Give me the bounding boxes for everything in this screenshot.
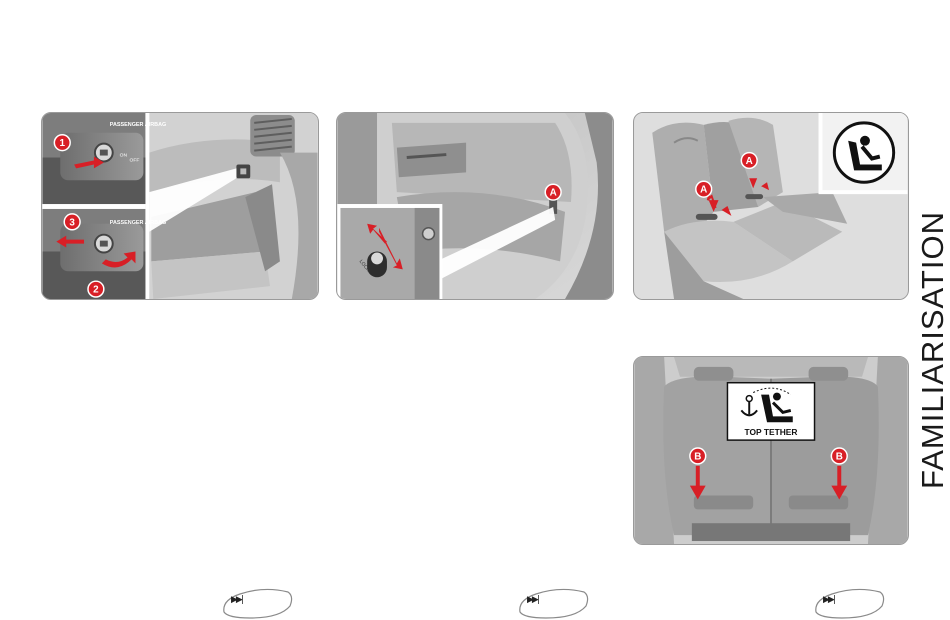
callout-a-left-text: A — [700, 185, 707, 196]
airbag-switch-label-2: PASSENGER AIRBAG — [110, 220, 166, 226]
callout-2-text: 2 — [93, 285, 99, 296]
child-lock-drawing: LOCK A — [337, 113, 613, 299]
callout-3-text: 3 — [69, 217, 75, 228]
top-tether-illustration: TOP TETHER B B — [633, 356, 909, 545]
isofix-drawing: A A — [634, 113, 908, 299]
airbag-switch-label: PASSENGER AIRBAG — [110, 122, 166, 128]
airbag-on-label: ON — [120, 153, 128, 159]
next-page-button-1[interactable]: ▶▶| — [220, 586, 294, 620]
child-seat-icon — [834, 123, 893, 182]
child-lock-illustration: LOCK A — [336, 112, 614, 300]
top-tether-label: TOP TETHER — [745, 427, 798, 437]
callout-1-text: 1 — [60, 138, 66, 149]
callout-a-text: A — [550, 188, 557, 199]
next-track-icon: ▶▶| — [527, 595, 538, 605]
airbag-switch-illustration: PASSENGER AIRBAG ON OFF 1 PASSENGER AIRB… — [41, 112, 319, 300]
section-title-text: FAMILIARISATION — [915, 211, 950, 489]
next-track-icon: ▶▶| — [823, 595, 834, 605]
airbag-switch-drawing: PASSENGER AIRBAG ON OFF 1 PASSENGER AIRB… — [42, 113, 318, 299]
next-page-button-3[interactable]: ▶▶| — [812, 586, 886, 620]
section-title: FAMILIARISATION — [918, 150, 948, 550]
next-page-button-2[interactable]: ▶▶| — [516, 586, 590, 620]
callout-a-right-text: A — [746, 156, 753, 167]
next-track-icon: ▶▶| — [231, 595, 242, 605]
callout-b-right-text: B — [836, 451, 843, 462]
airbag-off-label: OFF — [130, 157, 140, 163]
callout-b-left-text: B — [694, 451, 701, 462]
top-tether-drawing: TOP TETHER B B — [634, 357, 908, 544]
isofix-illustration: A A — [633, 112, 909, 300]
